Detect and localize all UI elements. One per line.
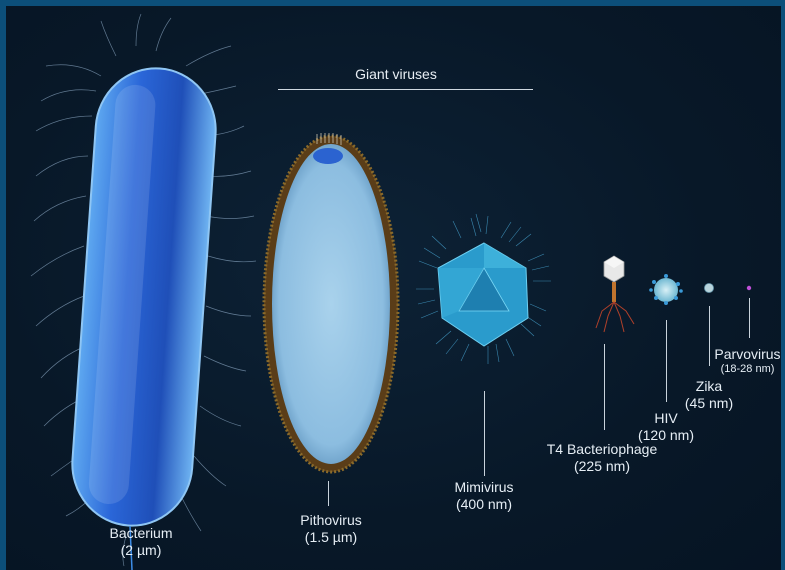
hiv-virion — [649, 274, 683, 305]
mimivirus-pointer — [484, 391, 485, 476]
t4-size: (225 nm) — [532, 458, 672, 475]
scene-illustration — [6, 6, 781, 570]
t4-bacteriophage — [596, 256, 634, 332]
parvovirus-label: Parvovirus (18-28 nm) — [714, 346, 781, 376]
parvovirus-name: Parvovirus — [714, 346, 781, 363]
bacterium-label: Bacterium (2 µm) — [86, 525, 196, 559]
hiv-name: HIV — [626, 410, 706, 427]
bacterium-size: (2 µm) — [86, 542, 196, 559]
pithovirus-cork — [313, 148, 343, 164]
illustration-frame: Giant viruses Bacterium (2 µm) Pithoviru… — [6, 6, 781, 570]
giant-viruses-heading: Giant viruses — [336, 66, 456, 83]
zika-label: Zika (45 nm) — [674, 378, 744, 412]
pithovirus-size: (1.5 µm) — [276, 529, 386, 546]
t4-pointer — [604, 344, 605, 430]
bacterium-name: Bacterium — [86, 525, 196, 542]
zika-pointer — [709, 306, 710, 366]
hiv-pointer — [666, 320, 667, 402]
mimivirus-label: Mimivirus (400 nm) — [434, 479, 534, 513]
pithovirus-label: Pithovirus (1.5 µm) — [276, 512, 386, 546]
hiv-size: (120 nm) — [626, 427, 706, 444]
pithovirus-name: Pithovirus — [276, 512, 386, 529]
parvovirus-virion — [747, 286, 751, 290]
t4-label: T4 Bacteriophage (225 nm) — [532, 441, 672, 475]
zika-size: (45 nm) — [674, 395, 744, 412]
zika-virion — [705, 284, 714, 293]
zika-name: Zika — [674, 378, 744, 395]
mimivirus-name: Mimivirus — [434, 479, 534, 496]
pithovirus-pointer — [328, 481, 329, 506]
giant-viruses-bracket-line — [278, 89, 533, 90]
pithovirus-body — [272, 144, 390, 464]
hiv-label: HIV (120 nm) — [626, 410, 706, 444]
mimivirus-size: (400 nm) — [434, 496, 534, 513]
parvovirus-size: (18-28 nm) — [714, 363, 781, 376]
parvovirus-pointer — [749, 298, 750, 338]
